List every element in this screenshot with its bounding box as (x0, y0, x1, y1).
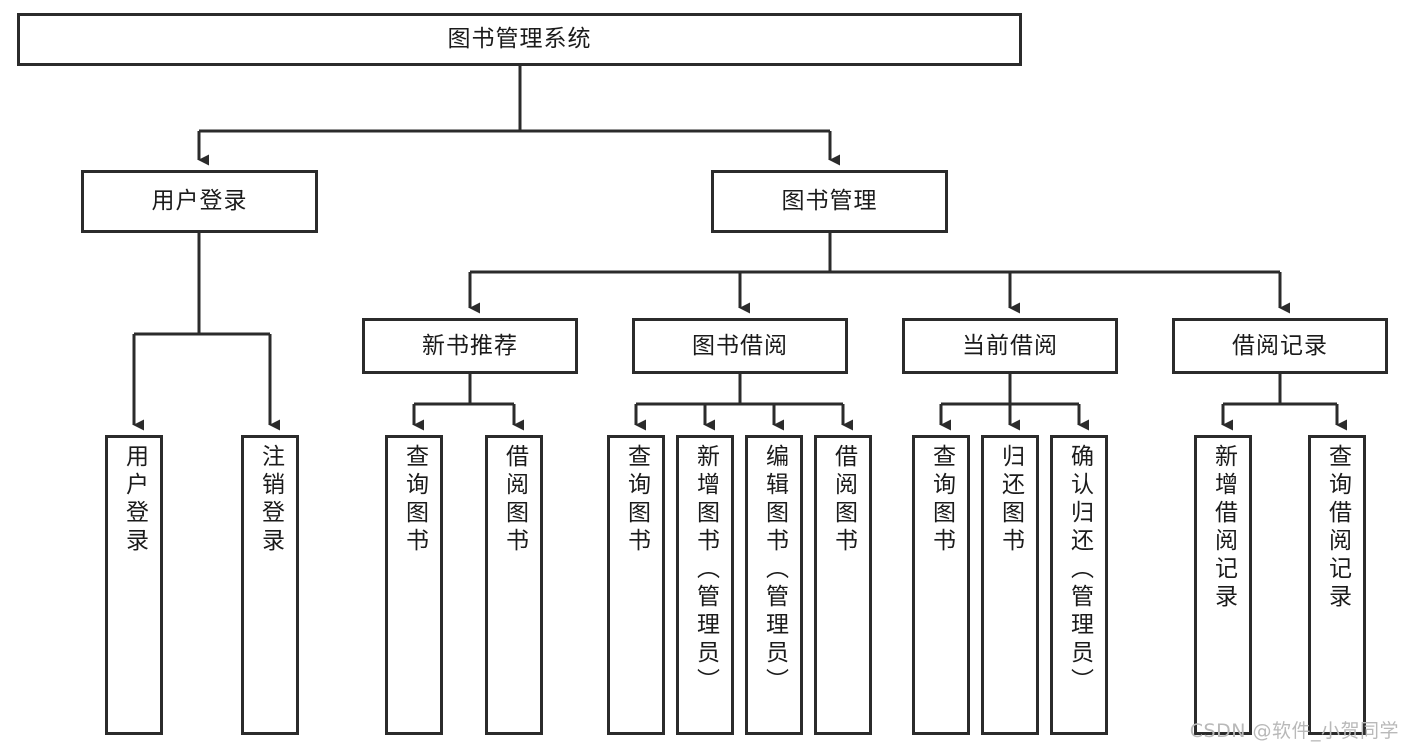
node-label: 图书管理 (781, 188, 878, 215)
node-current-borrowing[interactable]: 当前借阅 (902, 318, 1118, 374)
node-label: 图书管理系统 (447, 26, 592, 53)
leaf-query-books-new[interactable]: 查询图书 (385, 435, 443, 735)
node-new-book-recommendation[interactable]: 新书推荐 (362, 318, 578, 374)
node-label: 查询图书 (623, 444, 650, 556)
node-label: 新书推荐 (422, 332, 518, 359)
leaf-query-books-borrow[interactable]: 查询图书 (607, 435, 665, 735)
node-label: 用户登录 (151, 188, 248, 215)
csdn-watermark: CSDN @软件_小贺同学 (1189, 720, 1399, 742)
node-label: 借阅图书 (830, 444, 857, 556)
leaf-edit-book-admin[interactable]: 编辑图书（管理员） (745, 435, 803, 735)
leaf-user-login[interactable]: 用户登录 (105, 435, 163, 735)
node-label: 查询图书 (928, 444, 955, 556)
node-label: 新增图书（管理员） (692, 444, 719, 696)
node-label: 注销登录 (257, 444, 284, 556)
node-book-borrowing[interactable]: 图书借阅 (632, 318, 848, 374)
leaf-query-borrow-record[interactable]: 查询借阅记录 (1308, 435, 1366, 735)
node-label: 确认归还（管理员） (1066, 444, 1093, 696)
node-book-management[interactable]: 图书管理 (711, 170, 948, 233)
node-label: 借阅记录 (1232, 332, 1328, 359)
node-label: 查询图书 (401, 444, 428, 556)
leaf-borrow-books-new[interactable]: 借阅图书 (485, 435, 543, 735)
leaf-borrow-books[interactable]: 借阅图书 (814, 435, 872, 735)
node-root-book-management-system[interactable]: 图书管理系统 (17, 13, 1022, 66)
node-label: 归还图书 (997, 444, 1024, 556)
leaf-return-books[interactable]: 归还图书 (981, 435, 1039, 735)
node-label: 用户登录 (121, 444, 148, 556)
leaf-add-book-admin[interactable]: 新增图书（管理员） (676, 435, 734, 735)
node-label: 新增借阅记录 (1210, 444, 1237, 612)
node-label: 查询借阅记录 (1324, 444, 1351, 612)
leaf-add-borrow-record[interactable]: 新增借阅记录 (1194, 435, 1252, 735)
leaf-query-books-current[interactable]: 查询图书 (912, 435, 970, 735)
leaf-logout[interactable]: 注销登录 (241, 435, 299, 735)
leaf-confirm-return-admin[interactable]: 确认归还（管理员） (1050, 435, 1108, 735)
node-label: 编辑图书（管理员） (761, 444, 788, 696)
node-user-login[interactable]: 用户登录 (81, 170, 318, 233)
node-label: 当前借阅 (962, 332, 1058, 359)
node-borrowing-records[interactable]: 借阅记录 (1172, 318, 1388, 374)
node-label: 图书借阅 (692, 332, 788, 359)
node-label: 借阅图书 (501, 444, 528, 556)
